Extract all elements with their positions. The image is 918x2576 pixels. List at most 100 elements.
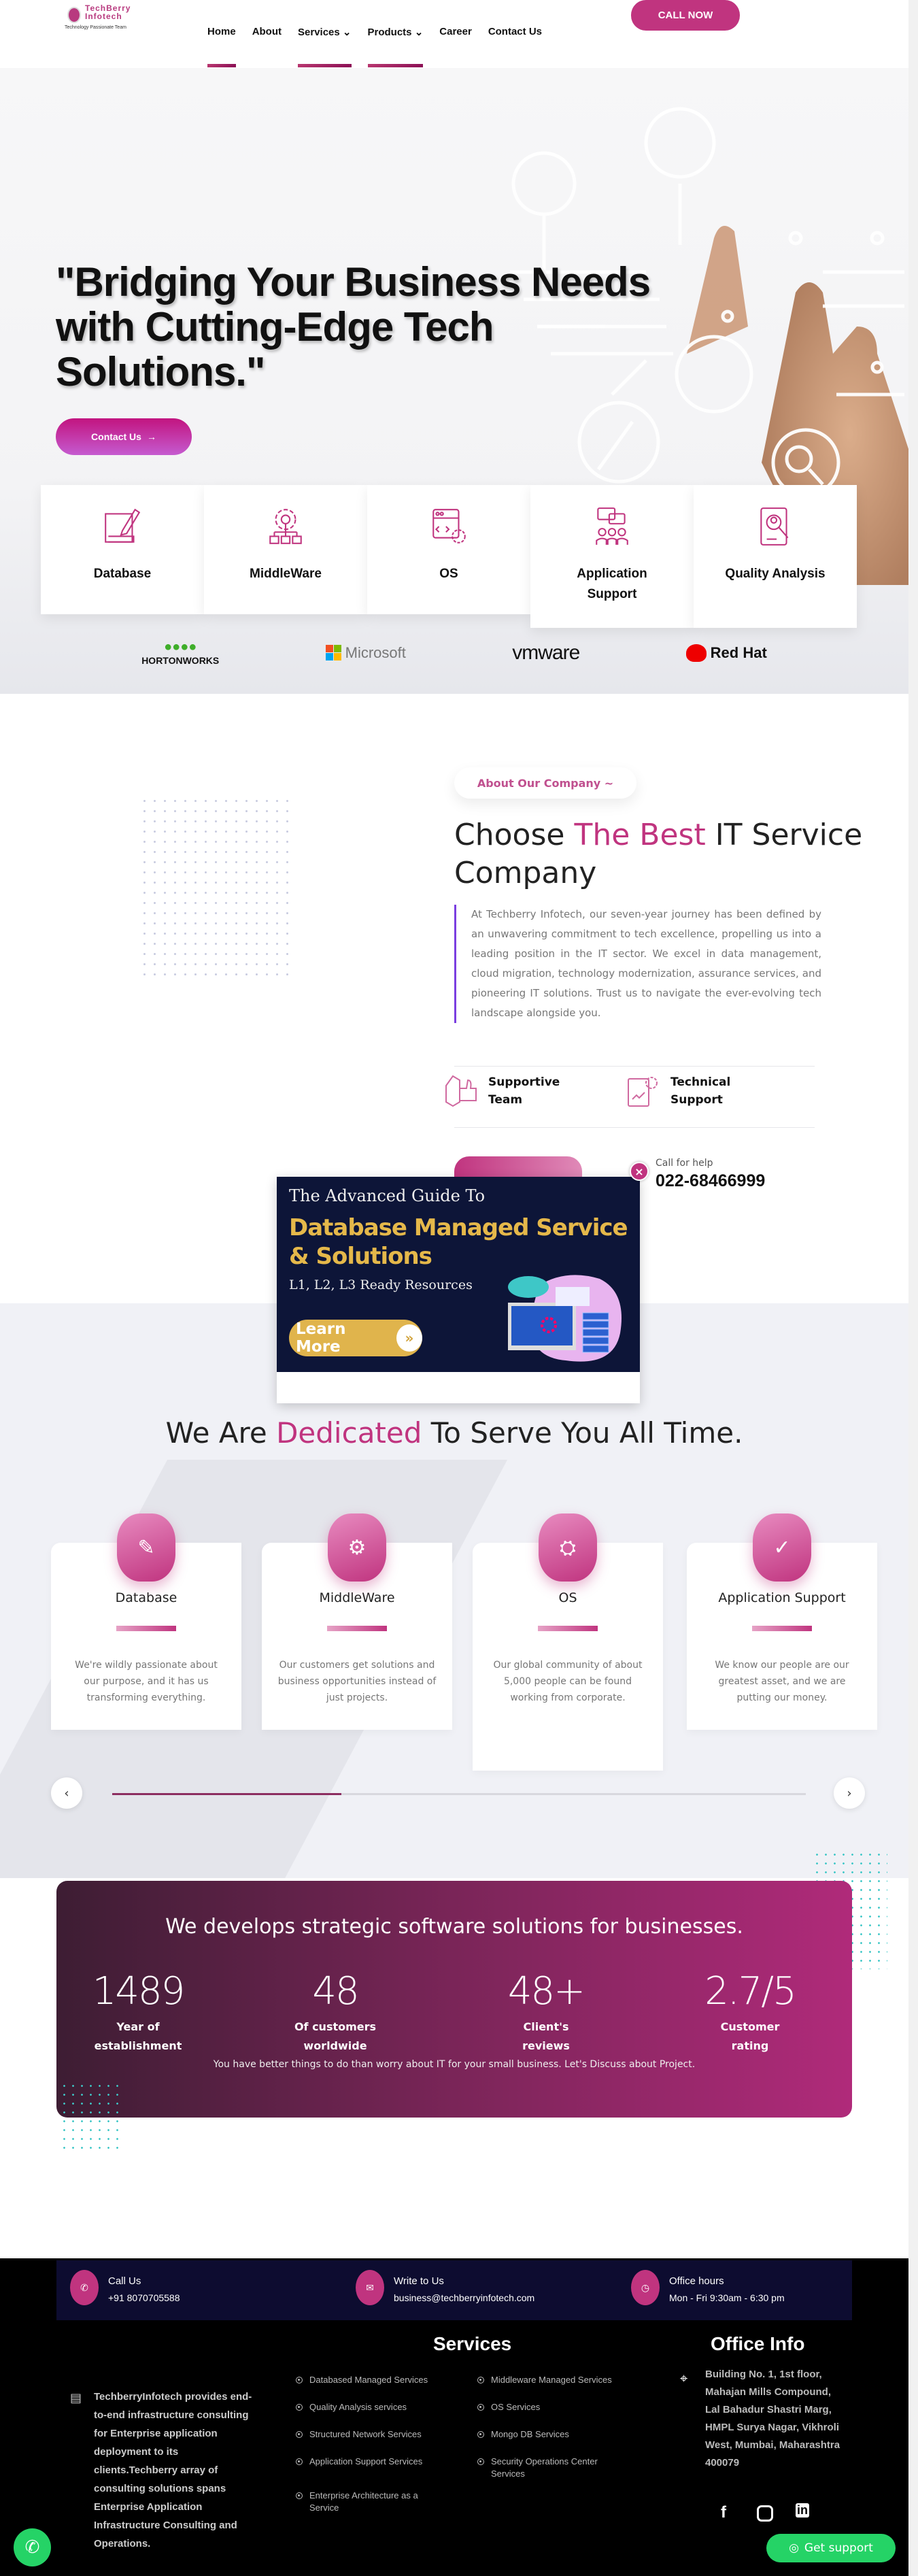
active-underline [367,64,424,67]
gear-network-icon [269,509,302,544]
footer-service-link[interactable]: Middleware Managed Services [477,2374,624,2386]
logo-name-1: TechBerry [85,3,131,13]
service-badge-icon: ⛭ [539,1513,597,1582]
about-title: Choose The Best IT Service Company [454,818,863,890]
footer-office-title: Office Info [711,2333,805,2354]
red-hat-icon [685,643,707,662]
instagram-icon[interactable] [757,2505,773,2522]
bullet-icon [296,2492,303,2499]
database-illustration [508,1275,622,1362]
partner-vmware-logo: vmware [512,641,580,664]
service-card-database[interactable]: Database [41,485,204,614]
card-title: OS [558,1590,577,1605]
whatsapp-icon: ◎ [789,2541,799,2555]
learn-more-button[interactable]: Learn More» [289,1320,422,1356]
stat-item: 48+Client's reviews [507,1969,585,2052]
nav-contact[interactable]: Contact Us [488,26,542,37]
partner-microsoft-logo: Microsoft [325,644,406,662]
footer-service-link[interactable]: Structured Network Services [296,2428,442,2441]
chevron-down-icon: ⌄ [342,27,352,38]
footer-service-link[interactable]: Security Operations Center Services [477,2456,624,2480]
service-card-quality-analysis[interactable]: Quality Analysis [694,485,857,628]
card-description: We know our people are our greatest asse… [715,1660,849,1703]
active-underline [298,64,352,67]
stats-banner: We develops strategic software solutions… [56,1881,852,2118]
footer-service-link[interactable]: Mongo DB Services [477,2428,624,2441]
partner-redhat-logo: Red Hat [685,643,767,662]
nav-home[interactable]: Home [207,26,236,67]
footer-service-link[interactable]: Databased Managed Services [296,2374,442,2386]
service-card-os[interactable]: OS [367,485,530,614]
active-underline [207,64,236,67]
card-accent-bar [116,1626,176,1631]
call-now-button[interactable]: CALL NOW [631,0,740,31]
nav-about[interactable]: About [252,26,282,37]
main-nav: Home About Services ⌄ Products ⌄ Career … [207,26,558,67]
promo-banner[interactable]: The Advanced Guide To Database Managed S… [277,1177,640,1372]
slider-track[interactable] [112,1793,806,1795]
double-chevron-icon: » [396,1324,422,1352]
elephant-icon: ●●●● [164,639,197,654]
close-popup-button[interactable]: × [630,1162,649,1181]
linkedin-icon[interactable]: in [796,2503,809,2518]
card-title: Database [115,1590,177,1605]
page-scrollbar[interactable] [908,0,918,2576]
help-phone-number[interactable]: 022-68466999 [656,1171,766,1190]
partner-hortonworks-logo: ●●●●HORTONWORKS [141,639,220,666]
windows-icon [325,645,341,660]
thumbs-up-icon [445,1075,477,1107]
promo-popup: The Advanced Guide To Database Managed S… [277,1177,640,1403]
footer-service-link[interactable]: Application Support Services [296,2456,442,2468]
service-card-application-support[interactable]: Application Support We know our people ar… [687,1543,877,1730]
get-support-button[interactable]: ◎Get support [766,2534,896,2562]
feature-technical-support: Technical Support [626,1073,752,1109]
service-card-application-support[interactable]: Application Support [530,485,694,628]
facebook-icon[interactable]: f [721,2503,726,2522]
contact-call[interactable]: ✆Call Us+91 8070705588 [70,2270,180,2305]
nav-products[interactable]: Products ⌄ [367,26,424,67]
arrow-right-icon: → [146,431,156,442]
card-description: We're wildly passionate about our purpos… [75,1660,218,1703]
logo-tagline: Technology Passionate Team [65,25,126,30]
tablet-gear-icon [628,1077,658,1107]
document-search-icon [760,507,789,546]
feature-supportive-team: Supportive Team [443,1073,570,1109]
nav-career[interactable]: Career [439,26,472,37]
slider-next-button[interactable]: › [834,1777,865,1809]
footer-service-link[interactable]: Quality Analysis services [296,2401,442,2413]
bullet-icon [296,2404,303,2411]
slider-prev-button[interactable]: ‹ [51,1777,82,1809]
office-address: Building No. 1, 1st floor, Mahajan Mills… [705,2369,840,2469]
teal-dot-pattern [60,2081,121,2153]
card-title: MiddleWare [319,1590,395,1605]
footer-service-link[interactable]: OS Services [477,2401,624,2413]
card-description: Our customers get solutions and business… [277,1660,437,1703]
bullet-icon [477,2431,484,2438]
envelope-icon: ✉ [356,2270,384,2305]
card-accent-bar [538,1626,598,1631]
partner-logos: ●●●●HORTONWORKS Microsoft vmware Red Hat [0,639,908,666]
bullet-icon [477,2377,484,2383]
card-title: Application Support [718,1590,846,1605]
footer-service-link[interactable]: Enterprise Architecture as a Service [296,2490,442,2514]
hero-contact-button[interactable]: Contact Us→ [56,418,192,455]
card-accent-bar [752,1626,812,1631]
code-window-gear-icon [432,509,466,543]
floating-phone-button[interactable]: ✆ [14,2528,51,2566]
clock-icon: ◷ [631,2270,660,2305]
logo-mark-icon [67,7,81,23]
bullet-icon [477,2404,484,2411]
service-card-middleware[interactable]: MiddleWare [204,485,367,614]
stats-footer-text: You have better things to do than worry … [213,2059,696,2070]
nav-services[interactable]: Services ⌄ [298,26,352,67]
promo-line1: The Advanced Guide To [289,1186,486,1205]
location-pin-icon: ⌖ [680,2370,688,2386]
stats-heading: We develops strategic software solutions… [165,1915,743,1939]
